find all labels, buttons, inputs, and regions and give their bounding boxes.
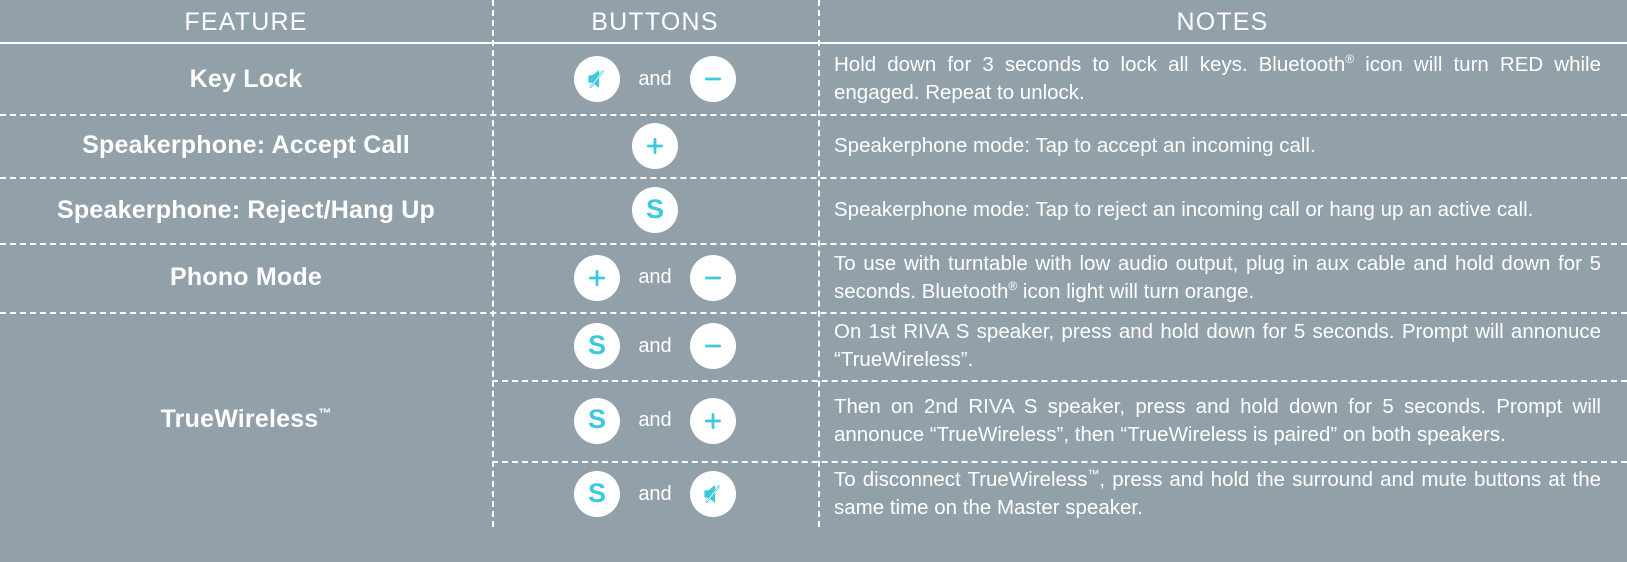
plus-icon xyxy=(586,267,608,289)
buttons-cell: S xyxy=(492,177,818,243)
key-button-surround[interactable]: S xyxy=(574,397,620,444)
key-button-surround[interactable]: S xyxy=(574,323,620,369)
notes-cell: Speakerphone mode: Tap to reject an inco… xyxy=(818,177,1627,243)
minus-icon xyxy=(702,335,724,357)
surround-icon: S xyxy=(587,477,606,508)
conjunction-label: and xyxy=(638,482,672,505)
key-button-mute[interactable] xyxy=(574,56,620,102)
notes-cell: Hold down for 3 seconds to lock all keys… xyxy=(818,44,1627,114)
conjunction-label: and xyxy=(638,67,672,90)
row-separator xyxy=(0,312,1627,314)
key-button-minus[interactable] xyxy=(690,323,736,369)
key-button-minus[interactable] xyxy=(690,254,736,301)
trademark-mark: ™ xyxy=(318,405,332,421)
notes-cell: On 1st RIVA S speaker, press and hold do… xyxy=(818,312,1627,380)
notes-cell: To use with turntable with low audio out… xyxy=(818,243,1627,312)
column-header-feature: FEATURE xyxy=(184,7,308,36)
feature-label: Speakerphone: Reject/Hang Up xyxy=(57,195,435,224)
key-button-surround[interactable]: S xyxy=(632,187,678,233)
buttons-cell: and xyxy=(492,44,818,114)
key-button-plus[interactable] xyxy=(690,397,736,444)
mute-icon xyxy=(701,482,725,506)
header-underline xyxy=(0,42,1627,44)
feature-cell: Speakerphone: Accept Call xyxy=(0,114,492,177)
feature-label: Phono Mode xyxy=(170,263,322,291)
notes-text: To use with turntable with low audio out… xyxy=(834,251,1601,303)
notes-text: Speakerphone mode: Tap to reject an inco… xyxy=(834,198,1534,222)
key-button-plus[interactable] xyxy=(574,254,620,301)
conjunction-label: and xyxy=(638,266,672,288)
feature-label: Speakerphone: Accept Call xyxy=(82,131,410,159)
buttons-cell xyxy=(492,114,818,177)
feature-cell: TrueWireless™ xyxy=(0,312,492,527)
plus-icon xyxy=(702,410,724,432)
key-button-minus[interactable] xyxy=(690,56,736,102)
feature-label: Key Lock xyxy=(189,64,303,93)
notes-text: To disconnect TrueWireless™, press and h… xyxy=(834,467,1601,520)
row-separator xyxy=(492,461,1627,463)
row-separator xyxy=(492,380,1627,382)
row-separator xyxy=(0,114,1627,116)
notes-cell: Speakerphone mode: Tap to accept an inco… xyxy=(818,114,1627,177)
surround-icon: S xyxy=(587,329,606,360)
feature-cell: Phono Mode xyxy=(0,243,492,312)
notes-text: Speakerphone mode: Tap to accept an inco… xyxy=(834,133,1316,157)
conjunction-label: and xyxy=(638,334,672,357)
buttons-cell: and xyxy=(492,243,818,312)
surround-icon: S xyxy=(645,193,664,224)
plus-icon xyxy=(644,135,666,157)
surround-glyph: S xyxy=(587,404,606,434)
mute-icon xyxy=(585,67,609,91)
notes-text: On 1st RIVA S speaker, press and hold do… xyxy=(834,320,1601,371)
notes-cell: To disconnect TrueWireless™, press and h… xyxy=(818,461,1627,527)
row-separator xyxy=(0,177,1627,179)
column-header-notes: NOTES xyxy=(1176,7,1269,36)
minus-icon xyxy=(702,267,724,289)
column-divider-feature-buttons xyxy=(492,0,494,527)
minus-icon xyxy=(702,68,724,90)
surround-glyph: S xyxy=(587,329,606,360)
column-divider-buttons-notes xyxy=(818,0,820,527)
feature-label: TrueWireless™ xyxy=(160,405,332,433)
notes-text: Hold down for 3 seconds to lock all keys… xyxy=(834,52,1601,105)
column-header-buttons: BUTTONS xyxy=(591,7,719,36)
surround-glyph: S xyxy=(645,193,664,224)
key-button-plus[interactable] xyxy=(632,122,678,169)
surround-icon: S xyxy=(587,404,606,434)
key-button-mute[interactable] xyxy=(690,471,736,517)
key-button-surround[interactable]: S xyxy=(574,471,620,517)
feature-cell: Speakerphone: Reject/Hang Up xyxy=(0,177,492,243)
surround-glyph: S xyxy=(587,477,606,508)
conjunction-label: and xyxy=(638,409,672,431)
row-separator xyxy=(0,243,1627,245)
table-header-row: FEATURE BUTTONS NOTES xyxy=(0,0,1627,44)
notes-cell: Then on 2nd RIVA S speaker, press and ho… xyxy=(818,380,1627,461)
feature-cell: Key Lock xyxy=(0,44,492,114)
notes-text: Then on 2nd RIVA S speaker, press and ho… xyxy=(834,394,1601,446)
